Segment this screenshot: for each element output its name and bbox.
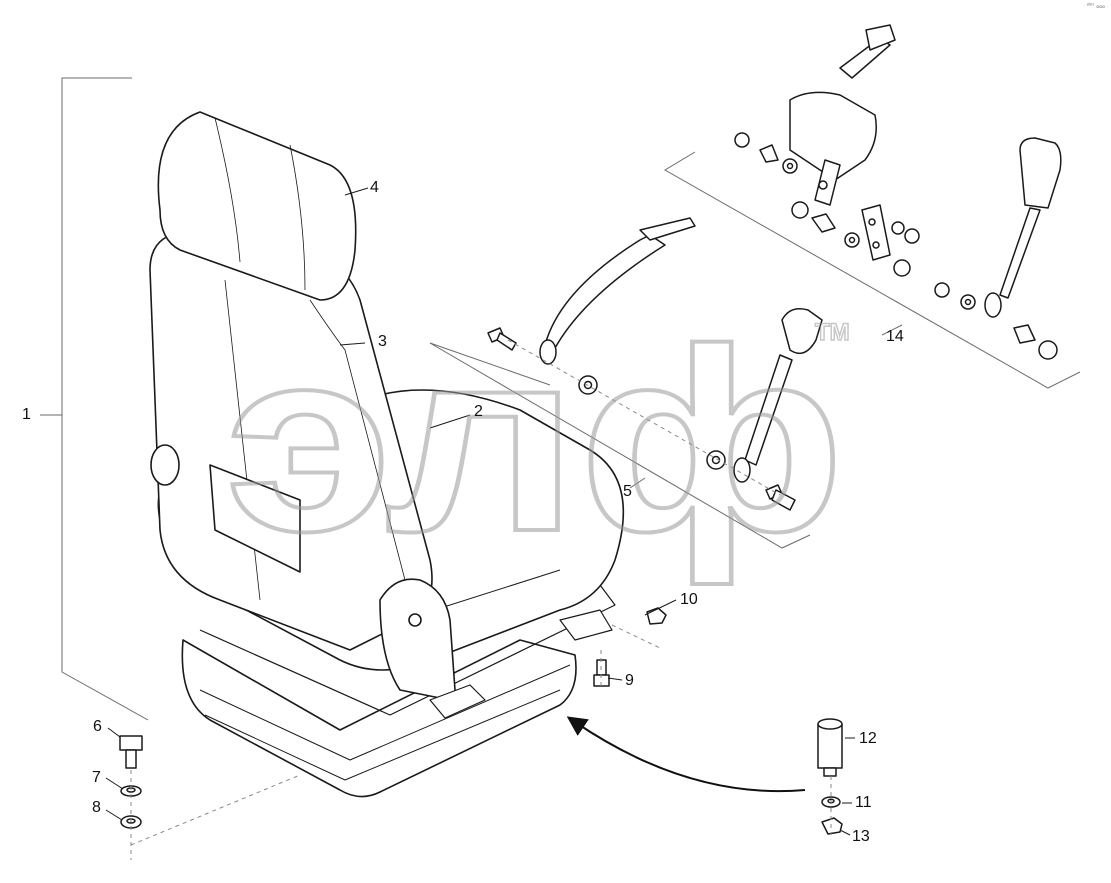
callout-3: 3 bbox=[378, 333, 387, 350]
callout-10: 10 bbox=[680, 591, 698, 608]
lap-belt-buckle bbox=[781, 308, 823, 355]
lap-belt-buckle-stalk bbox=[744, 354, 793, 466]
nut-c bbox=[904, 228, 920, 244]
callout-7: 7 bbox=[92, 769, 101, 786]
bolt-b bbox=[811, 213, 836, 233]
retractor-mount-plate bbox=[861, 204, 891, 261]
front-mount-plate bbox=[429, 684, 486, 719]
callout-11: 11 bbox=[855, 794, 872, 811]
bolt-item-6 bbox=[119, 735, 143, 751]
retractor-housing bbox=[789, 91, 877, 181]
callout-6: 6 bbox=[93, 718, 102, 735]
callout-4: 4 bbox=[370, 179, 379, 196]
relocation-arrow bbox=[566, 716, 806, 793]
seat-suspension-base bbox=[181, 639, 577, 798]
lap-belt-bolt-upper bbox=[487, 327, 517, 351]
watermark-text: элф bbox=[225, 296, 845, 587]
washer-c bbox=[891, 221, 905, 235]
retractor-strap bbox=[839, 37, 891, 79]
nut-a bbox=[734, 132, 750, 148]
bolt-c bbox=[1013, 324, 1036, 344]
callout-8: 8 bbox=[92, 799, 101, 816]
callout-13: 13 bbox=[852, 828, 870, 845]
leader-lines bbox=[105, 187, 855, 836]
cap-nut bbox=[1038, 340, 1058, 360]
nut-e bbox=[934, 282, 950, 298]
watermark-tm: TM bbox=[815, 319, 850, 346]
nut-item-13 bbox=[821, 817, 843, 835]
bolt-a bbox=[759, 144, 779, 163]
lap-belt-strap bbox=[544, 234, 666, 349]
item-1-bracket bbox=[40, 77, 149, 721]
retractor-anchor bbox=[865, 24, 896, 51]
spacer-item-12 bbox=[817, 723, 843, 769]
callout-2: 2 bbox=[474, 403, 483, 420]
nut-b bbox=[791, 201, 809, 219]
retractor-buckle-stalk bbox=[999, 207, 1041, 299]
retractor-belt-assembly bbox=[734, 24, 1062, 360]
callout-1: 1 bbox=[22, 406, 31, 423]
nut-d bbox=[893, 259, 911, 277]
headrest bbox=[157, 111, 357, 301]
watermark: элф TM bbox=[223, 294, 850, 589]
lap-belt-assembly bbox=[487, 217, 823, 511]
callout-9: 9 bbox=[625, 672, 634, 689]
callout-5: 5 bbox=[623, 483, 632, 500]
fasteners bbox=[119, 607, 843, 835]
item-5-frame bbox=[429, 342, 811, 549]
lap-belt-tongue bbox=[639, 217, 696, 241]
fastener-dash-lines bbox=[130, 624, 832, 860]
lumbar-knob bbox=[150, 444, 180, 486]
callout-12: 12 bbox=[859, 730, 877, 747]
backrest-pocket bbox=[209, 464, 301, 573]
nut-item-10 bbox=[646, 607, 667, 625]
side-mount-plate bbox=[559, 609, 613, 641]
corner-mark: ᵈᵐ ₒₒₒ bbox=[1086, 2, 1105, 10]
callout-14: 14 bbox=[886, 328, 904, 345]
seat-assembly bbox=[149, 111, 625, 798]
retractor-buckle bbox=[1019, 137, 1062, 209]
item-14-frame bbox=[664, 151, 1081, 389]
